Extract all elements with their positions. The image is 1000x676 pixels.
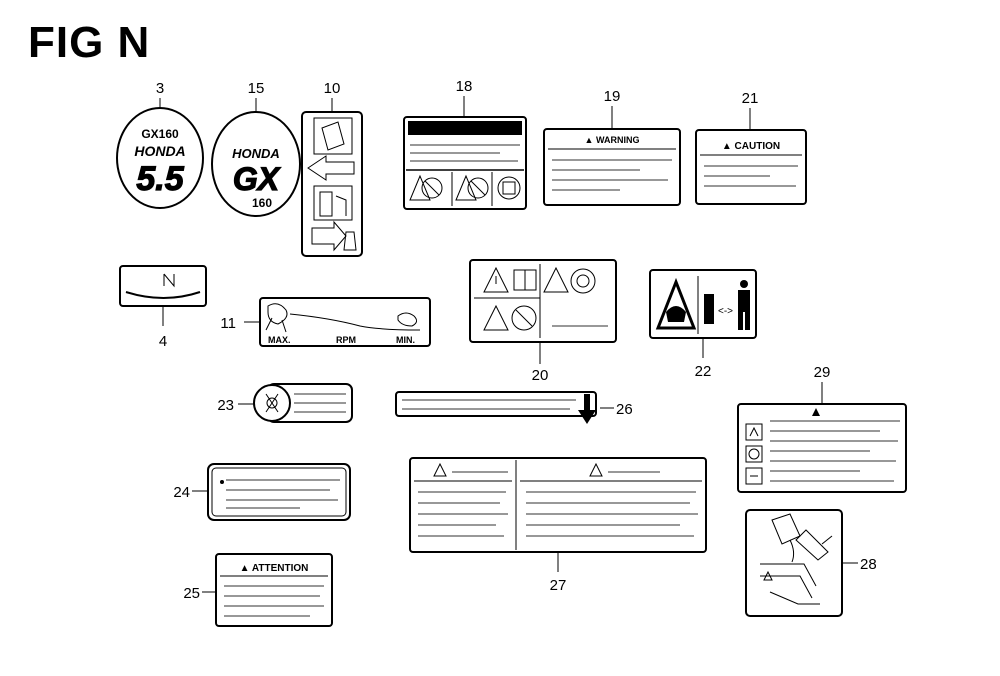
label-25-attention: ▲ ATTENTION	[202, 553, 333, 627]
part-number-3: 3	[156, 80, 164, 97]
part-number-21: 21	[742, 90, 759, 107]
label-10-fuel	[301, 98, 363, 257]
label-20-symbols	[469, 259, 617, 364]
decal-15-text-sub: 160	[252, 196, 272, 210]
part-number-18: 18	[456, 78, 473, 95]
part-number-10: 10	[324, 80, 341, 97]
part-number-29: 29	[814, 364, 831, 381]
label-28-pictogram	[745, 509, 858, 617]
label-19-header: ▲ WARNING	[585, 135, 640, 145]
decal-3-text-big: 5.5	[136, 160, 184, 198]
decal-15-text-brand: HONDA	[232, 146, 280, 161]
label-23-round	[238, 383, 353, 423]
part-number-28: 28	[860, 556, 877, 573]
label-11-max: MAX.	[268, 335, 291, 345]
part-number-27: 27	[550, 577, 567, 594]
label-19-warning: ▲ WARNING	[543, 106, 681, 206]
decal-3-text-top: GX160	[141, 127, 179, 141]
decal-15-text-model: GX	[233, 161, 281, 197]
label-11-rpm: RPM	[336, 335, 356, 345]
label-27-two-panel	[409, 457, 707, 572]
part-number-24: 24	[173, 484, 190, 501]
decal-3-text-mid: HONDA	[134, 143, 185, 159]
label-25-header: ▲ ATTENTION	[240, 563, 309, 574]
label-18-symbols	[403, 96, 527, 210]
part-number-20: 20	[532, 367, 549, 384]
svg-text:<->: <->	[718, 306, 733, 317]
part-number-22: 22	[695, 363, 712, 380]
part-number-11: 11	[220, 315, 236, 332]
label-22-pictogram: <->	[649, 269, 757, 358]
part-number-25: 25	[183, 585, 200, 602]
label-11-min: MIN.	[396, 335, 415, 345]
part-number-19: 19	[604, 88, 621, 105]
part-number-15: 15	[248, 80, 265, 97]
label-4-small	[119, 265, 207, 326]
decal-15-oval: HONDA GX 160	[211, 98, 301, 217]
label-11-throttle: MAX. RPM MIN.	[244, 297, 431, 347]
label-21-header: ▲ CAUTION	[722, 141, 780, 152]
figure-title: FIG N	[28, 18, 151, 67]
part-number-23: 23	[217, 397, 234, 414]
part-number-4: 4	[159, 333, 167, 350]
label-21-caution: ▲ CAUTION	[695, 108, 807, 205]
label-29-instructions	[737, 382, 907, 493]
label-24-small	[192, 463, 351, 521]
label-26-strip	[395, 391, 614, 424]
decal-3-oval: GX160 HONDA 5.5	[116, 98, 204, 209]
part-number-26: 26	[616, 401, 633, 418]
